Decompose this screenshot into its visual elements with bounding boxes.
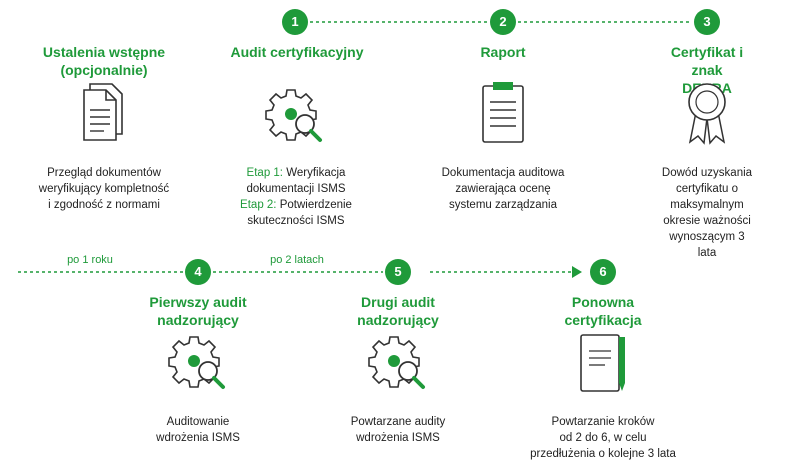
step-desc-certificate: Dowód uzyskania certyfikatu o maksymalny… <box>661 167 753 259</box>
documents-icon <box>76 80 132 149</box>
step-desc-preliminary: Przegląd dokumentów weryfikujący komplet… <box>38 167 170 211</box>
step-desc-first-surveillance: Auditowanie wdrożenia ISMS <box>156 416 240 444</box>
arrow-head <box>572 266 582 278</box>
step-desc-second-surveillance: Powtarzane audity wdrożenia ISMS <box>350 416 446 444</box>
stage-1-label: Etap 1: <box>246 167 284 179</box>
step-title-report: Raport <box>480 44 526 60</box>
stage-2-line2: skuteczności ISMS <box>247 215 345 227</box>
stage-2-label: Etap 2: <box>240 199 277 211</box>
connector-label-2-years: po 2 latach <box>270 254 324 266</box>
step-number-3: 3 <box>694 9 720 35</box>
clipboard-icon <box>478 80 528 151</box>
step-number-4: 4 <box>185 259 211 285</box>
step-title-second-surveillance: Drugi audit nadzorujący <box>357 294 439 328</box>
stage-1-line2: dokumentacji ISMS <box>246 183 346 195</box>
step-title-recertification: Ponowna certyfikacja <box>564 294 642 328</box>
notebook-pen-icon <box>575 331 631 402</box>
step-number-6: 6 <box>590 259 616 285</box>
gear-magnifier-icon <box>168 331 228 396</box>
step-desc-report: Dokumentacja auditowa zawierająca ocenę … <box>441 167 565 211</box>
step-desc-recertification: Powtarzanie kroków od 2 do 6, w celu prz… <box>530 416 676 460</box>
stage-1-text: Weryfikacja <box>283 167 346 179</box>
certificate-icon <box>682 80 732 151</box>
connector-label-1-year: po 1 roku <box>67 254 113 266</box>
step-title-preliminary: Ustalenia wstępne (opcjonalnie) <box>42 44 166 78</box>
step-desc-certification-audit: Etap 1: Weryfikacja dokumentacji ISMS Et… <box>240 165 352 229</box>
step-number-2: 2 <box>490 9 516 35</box>
step-number-5: 5 <box>385 259 411 285</box>
step-title-certification-audit: Audit certyfikacyjny <box>230 44 364 60</box>
gear-magnifier-icon <box>368 331 428 396</box>
gear-magnifier-icon <box>265 84 325 149</box>
step-number-1: 1 <box>282 9 308 35</box>
stage-2-text: Potwierdzenie <box>276 199 352 211</box>
step-title-first-surveillance: Pierwszy audit nadzorujący <box>149 294 247 328</box>
